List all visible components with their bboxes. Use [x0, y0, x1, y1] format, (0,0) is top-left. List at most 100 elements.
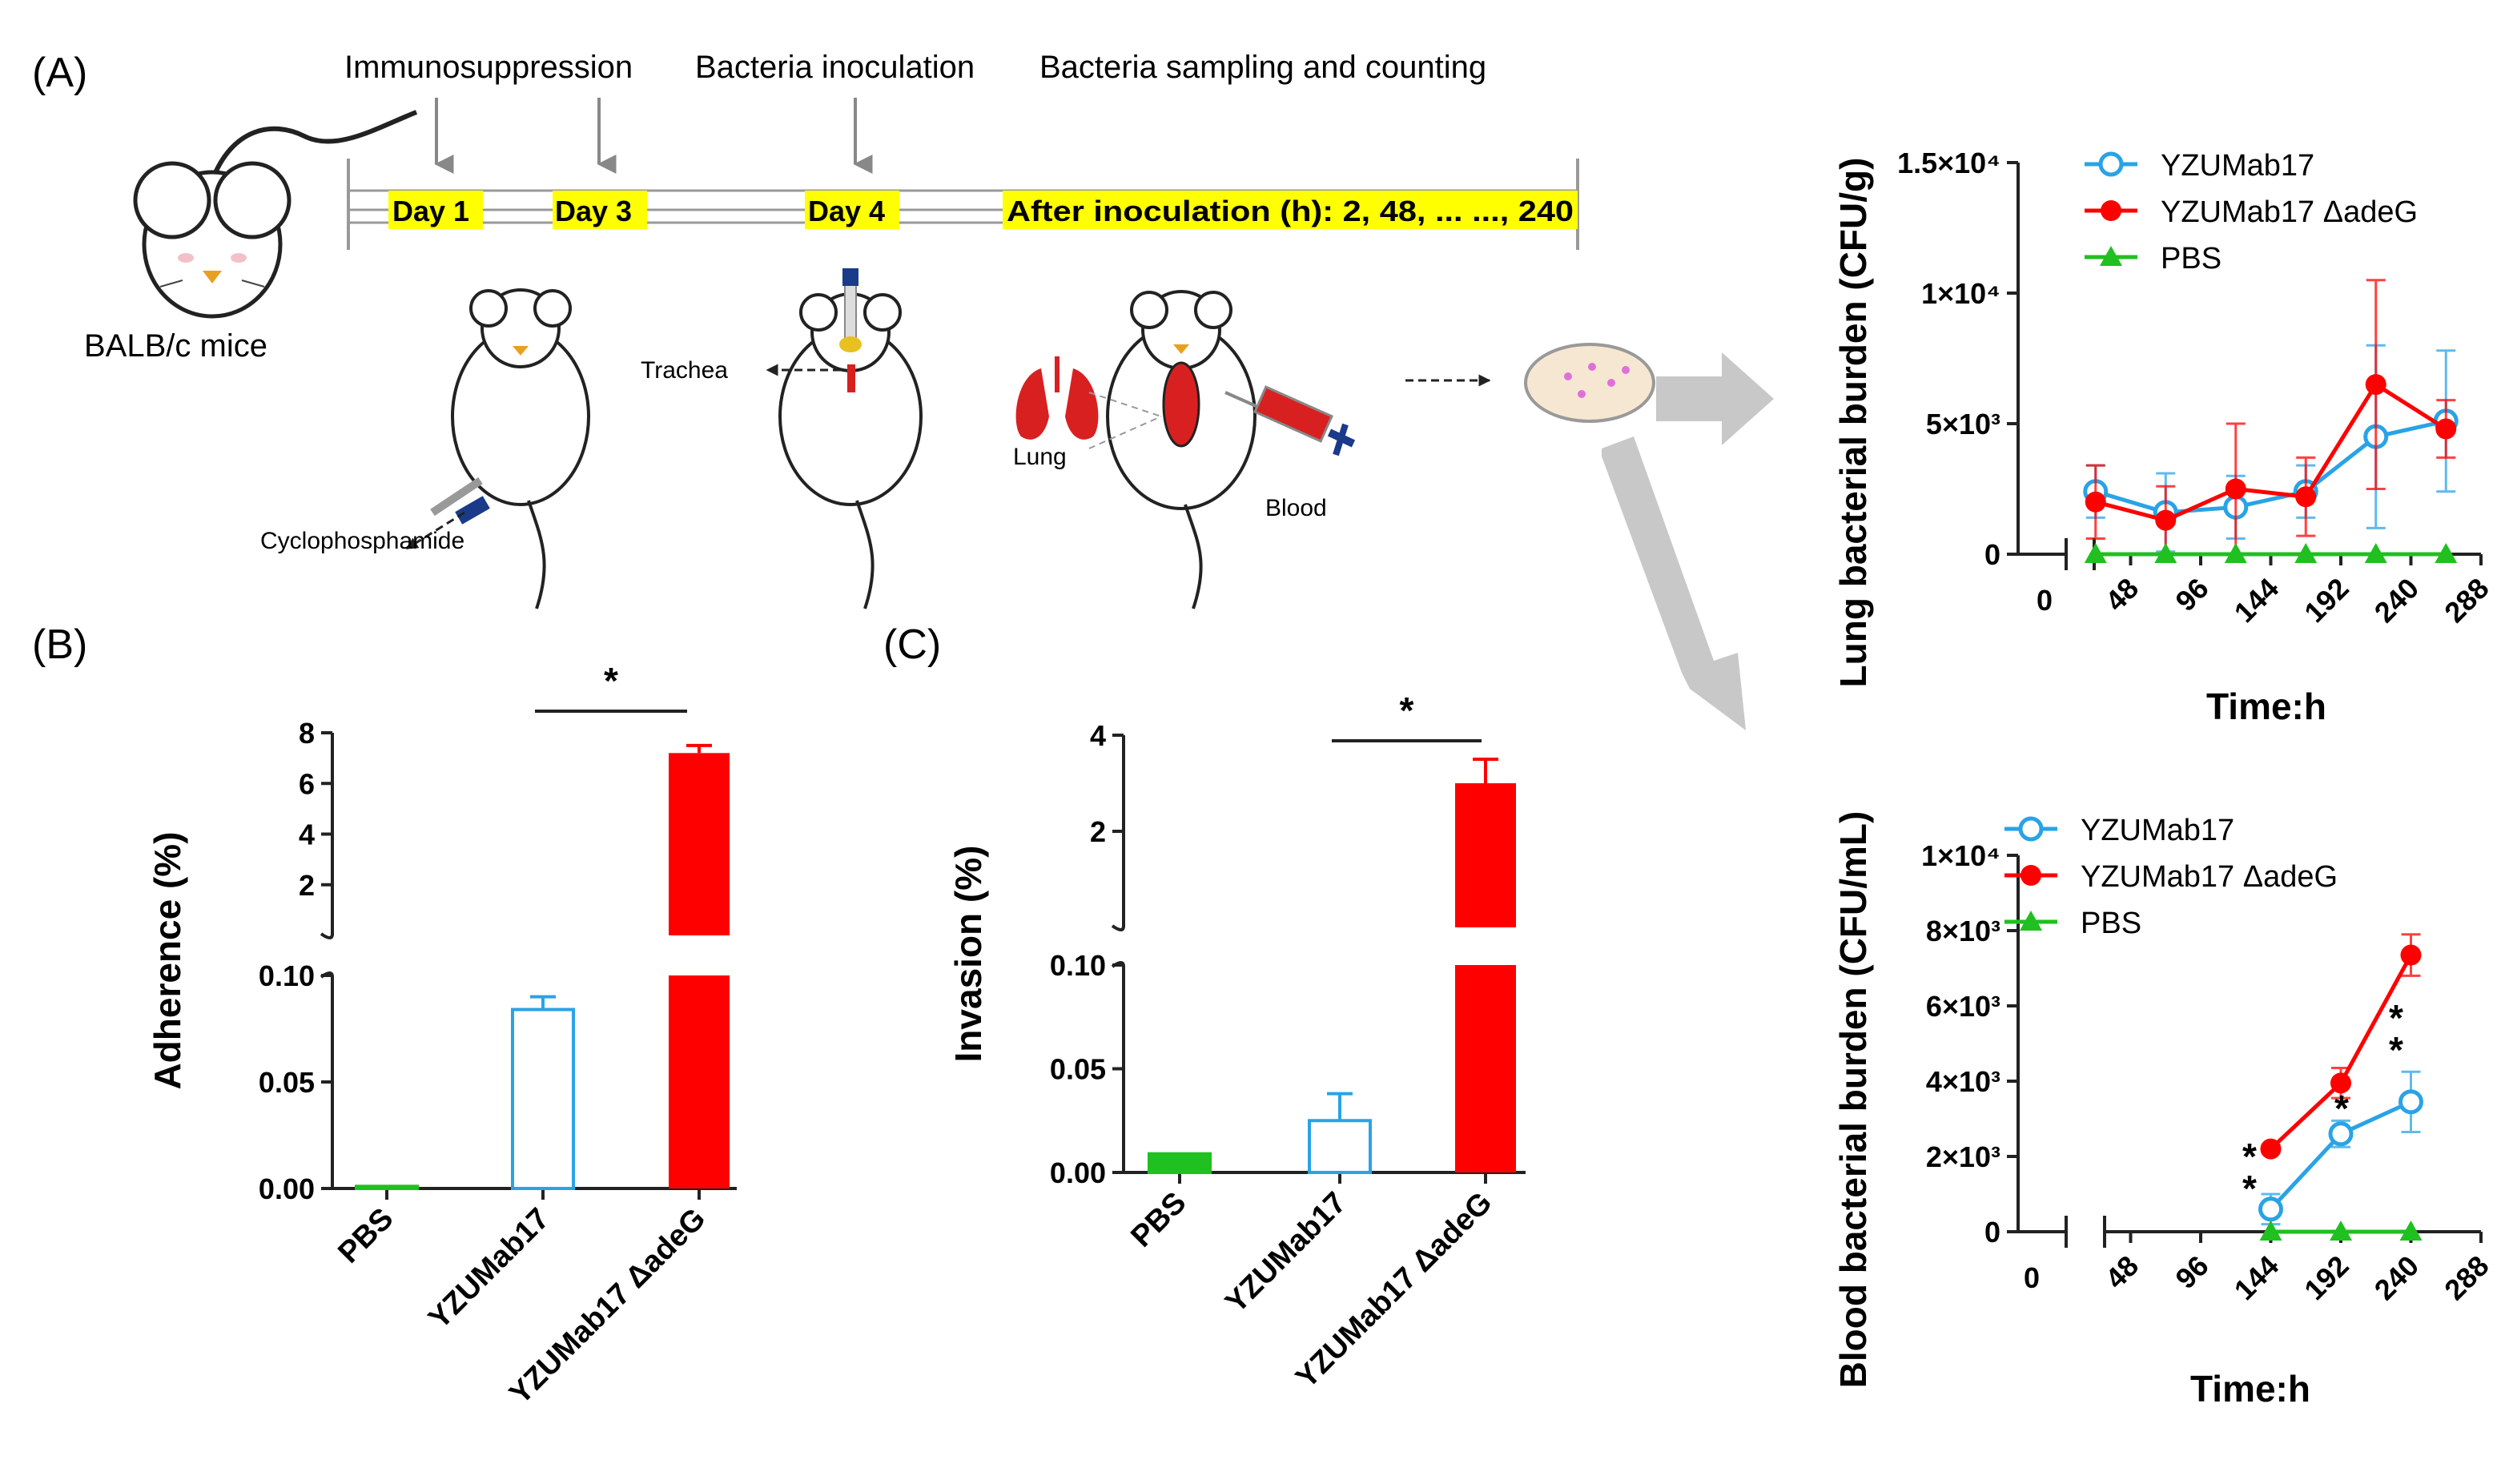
day-1-label: Day 1 [392, 195, 469, 227]
series-line [2095, 419, 2447, 515]
y-tick-label: 0 [1984, 538, 2000, 571]
step-immunosuppression: Immunosuppression [344, 50, 633, 85]
data-point [2225, 478, 2246, 500]
legend-marker [2100, 246, 2122, 266]
y-tick-label: 8 [299, 717, 315, 750]
x-tick-label: 96 [2169, 1249, 2214, 1295]
y-tick-label: 2 [1090, 815, 1106, 848]
data-point [2330, 1221, 2352, 1241]
y-tick-label: 8×10³ [1926, 915, 2000, 947]
after-inoculation-label: After inoculation (h): 2, 48, ... ..., 2… [1007, 195, 1574, 227]
legend-label: PBS [2161, 242, 2222, 275]
x-tick-label: 48 [2099, 1249, 2145, 1295]
data-point [2259, 1221, 2282, 1241]
bar [1455, 783, 1516, 927]
significance-marker: ** [2242, 1136, 2257, 1209]
x-tick-label: 192 [2298, 572, 2354, 629]
panel-label-a: (A) [32, 50, 87, 96]
data-point [2084, 543, 2107, 563]
legend-label: YZUMab17 [2161, 149, 2314, 183]
mouse-injection-icon [430, 288, 590, 609]
y-tick-label: 4 [1090, 719, 1106, 752]
x-tick-label: 48 [2099, 572, 2145, 617]
data-point [2399, 1221, 2423, 1241]
bar [1308, 1119, 1372, 1174]
legend-label: YZUMab17 ΔadeG [2081, 860, 2338, 894]
data-point [2085, 491, 2106, 513]
step-inoculation: Bacteria inoculation [695, 50, 975, 85]
error-bar [530, 995, 556, 1010]
x-tick-label: 144 [2228, 1249, 2285, 1306]
y-tick-label: 0.05 [1050, 1053, 1106, 1086]
y-axis-title: Blood bacterial burden (CFU/mL) [1832, 811, 1874, 1389]
axis-break [320, 932, 334, 979]
legend-marker [2101, 200, 2121, 221]
blood-label: Blood [1265, 495, 1327, 521]
y-tick-label: 5×10³ [1926, 408, 2000, 440]
day-4-label: Day 4 [808, 195, 885, 227]
significance-marker: * [1400, 690, 1414, 731]
x-tick-label: 0 [2037, 584, 2053, 617]
lung-icon [1015, 356, 1099, 440]
x-tick-label: 0 [2024, 1261, 2040, 1294]
data-point [2155, 509, 2177, 531]
y-axis-title: Lung bacterial burden (CFU/g) [1832, 158, 1874, 688]
mouse-label: BALB/c mice [84, 328, 267, 364]
mouse-blood-icon [1088, 290, 1257, 609]
y-tick-label: 6 [299, 767, 315, 800]
y-axis-title: Adherence (%) [147, 831, 188, 1089]
data-point [2328, 1121, 2354, 1147]
y-tick-label: 0.05 [259, 1066, 315, 1099]
data-point [2260, 1138, 2282, 1160]
axis-break [1111, 924, 1125, 968]
y-tick-label: 0.10 [259, 959, 315, 992]
lung-label: Lung [1013, 444, 1067, 470]
data-point [2365, 374, 2386, 396]
arrow-to-blood-icon [1602, 436, 1746, 730]
legend-marker [2098, 151, 2124, 177]
panel-label-b: (B) [32, 621, 87, 668]
data-point [2400, 944, 2422, 966]
arrow-to-lung-icon [1656, 352, 1774, 445]
y-tick-label: 1×10⁴ [1921, 277, 2000, 310]
y-tick-label: 6×10³ [1926, 990, 2000, 1023]
y-tick-label: 0.00 [1050, 1156, 1106, 1189]
significance-marker: * [2334, 1088, 2349, 1129]
data-point [2258, 1196, 2283, 1222]
data-point [2295, 486, 2317, 508]
legend-marker [2020, 865, 2041, 886]
y-tick-label: 0.00 [259, 1172, 315, 1205]
legend-label: YZUMab17 ΔadeG [2161, 195, 2418, 229]
significance-marker: * [604, 660, 618, 702]
significance-marker: ** [2389, 997, 2403, 1071]
bar [355, 1184, 419, 1190]
y-tick-label: 4 [299, 818, 315, 851]
y-tick-label: 0.10 [1050, 949, 1106, 982]
trachea-label: Trachea [641, 357, 728, 384]
x-tick-label: 192 [2298, 1249, 2354, 1306]
x-axis-title: Time:h [2190, 1368, 2310, 1410]
petri-dish-icon [1524, 343, 1655, 423]
syringe-icon [1224, 385, 1356, 456]
x-tick-label: 240 [2368, 572, 2425, 629]
y-tick-label: 2 [299, 869, 315, 902]
data-point [2330, 1072, 2351, 1094]
bar [1455, 965, 1516, 1172]
y-tick-label: 1.5×10⁴ [1897, 147, 2000, 179]
x-tick-label: 288 [2438, 1249, 2495, 1306]
x-tick-label: 240 [2368, 1249, 2425, 1306]
bar [669, 975, 730, 1188]
y-tick-label: 0 [1984, 1216, 2000, 1249]
error-bar [1327, 1092, 1353, 1121]
bar [1148, 1152, 1212, 1174]
y-tick-label: 1×10⁴ [1921, 839, 2000, 872]
legend-label: PBS [2081, 907, 2141, 940]
error-bar [1473, 758, 1498, 783]
x-tick-label: YZUMab17 [422, 1202, 556, 1336]
data-point [2294, 543, 2318, 563]
panel-label-c: (C) [883, 621, 941, 668]
data-point [2224, 543, 2247, 563]
